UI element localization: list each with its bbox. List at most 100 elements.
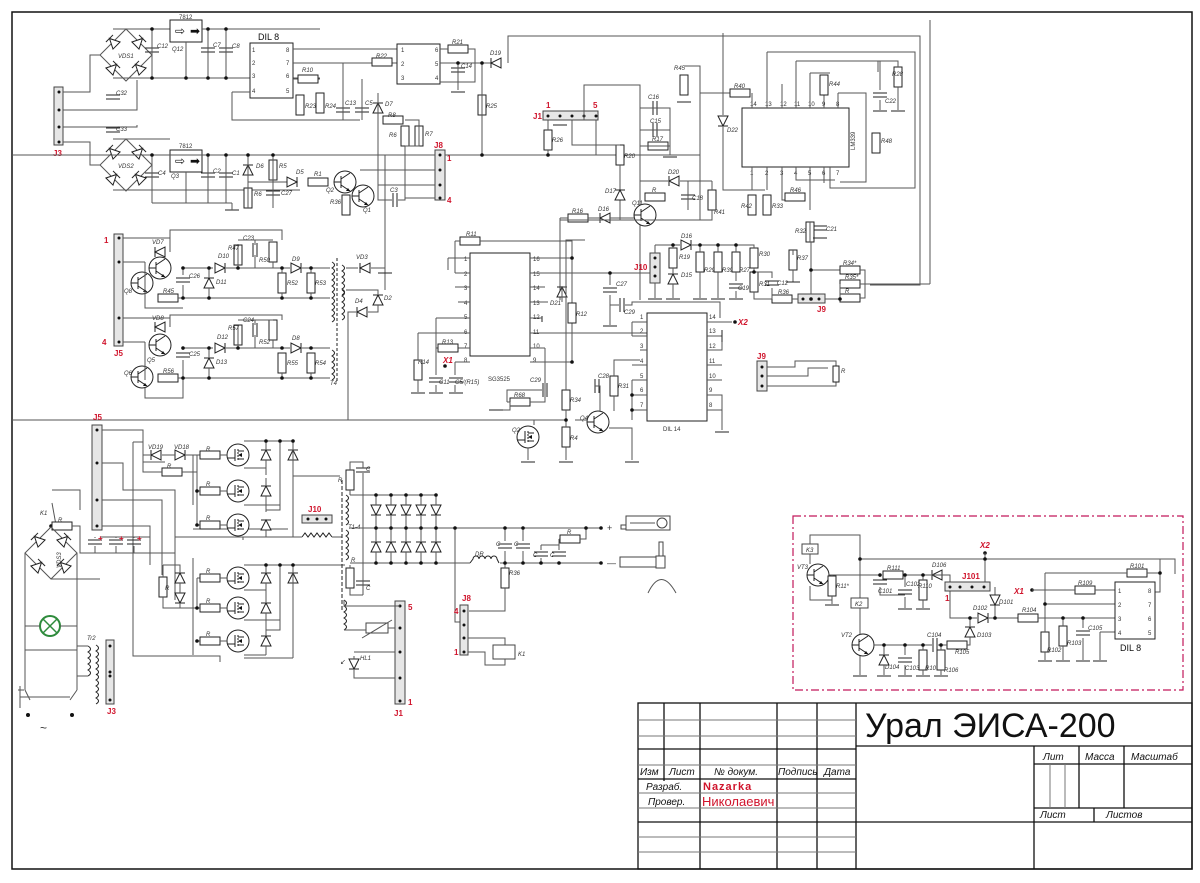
junction-dot xyxy=(546,153,550,157)
junction-dot xyxy=(453,526,457,530)
svg-text:4: 4 xyxy=(1118,631,1122,637)
junction-dot xyxy=(278,563,282,567)
connector-j1-top[interactable] xyxy=(542,110,599,121)
mosfet-bottom-2 xyxy=(226,596,250,620)
junction-dot xyxy=(521,526,525,530)
svg-text:D13: D13 xyxy=(216,360,228,366)
checker-name: Николаевич xyxy=(702,794,774,809)
junction-dot xyxy=(630,393,634,397)
svg-text:8: 8 xyxy=(286,48,290,54)
chip-lm339 xyxy=(741,107,850,168)
junction-dot xyxy=(291,439,295,443)
svg-text:16: 16 xyxy=(533,257,540,263)
svg-text:R109: R109 xyxy=(1078,581,1093,587)
svg-text:D17: D17 xyxy=(605,189,617,195)
label-vds1: VDS1 xyxy=(118,54,134,60)
svg-text:D2: D2 xyxy=(384,296,392,302)
svg-text:5: 5 xyxy=(640,374,644,380)
junction-dot xyxy=(419,526,423,530)
svg-text:R31: R31 xyxy=(759,282,770,288)
svg-text:C12: C12 xyxy=(777,281,789,287)
svg-text:9: 9 xyxy=(709,388,713,394)
svg-text:R105: R105 xyxy=(955,650,970,656)
svg-text:R21: R21 xyxy=(452,40,463,46)
svg-text:R36: R36 xyxy=(330,200,342,206)
svg-text:R50: R50 xyxy=(259,258,271,264)
connector-j8-bottom[interactable] xyxy=(459,604,469,656)
junction-dot xyxy=(1061,616,1065,620)
potentiometer[interactable] xyxy=(832,365,840,383)
svg-text:R: R xyxy=(845,289,850,295)
developer-name: Nazarka xyxy=(703,781,752,793)
connector-j3-top[interactable] xyxy=(53,86,64,146)
junction-dot xyxy=(389,561,393,565)
chip-dil8-sub xyxy=(1114,581,1156,640)
svg-text:C: C xyxy=(496,542,501,548)
svg-text:4: 4 xyxy=(102,338,107,347)
connector-j5-bottom[interactable] xyxy=(91,424,103,531)
svg-text:R41: R41 xyxy=(714,210,725,216)
svg-text:R107: R107 xyxy=(925,666,940,672)
junction-dot xyxy=(539,561,543,565)
connector-j8-top[interactable] xyxy=(434,149,446,201)
junction-dot xyxy=(878,573,882,577)
svg-text:C: C xyxy=(550,553,555,559)
svg-text:R19: R19 xyxy=(679,255,691,261)
svg-text:VD3: VD3 xyxy=(356,255,368,261)
junction-dot xyxy=(309,266,313,270)
header-signature: Подпись xyxy=(778,767,818,778)
svg-text:VD8: VD8 xyxy=(152,316,164,322)
junction-dot xyxy=(206,153,210,157)
svg-text:10: 10 xyxy=(533,344,540,350)
junction-dot xyxy=(224,153,228,157)
svg-text:C2: C2 xyxy=(213,169,221,175)
svg-text:D103: D103 xyxy=(977,633,992,639)
svg-text:1: 1 xyxy=(454,648,459,657)
svg-text:4: 4 xyxy=(640,359,644,365)
svg-text:1: 1 xyxy=(447,154,452,163)
svg-text:Q4: Q4 xyxy=(580,416,589,422)
svg-text:R6: R6 xyxy=(254,192,262,198)
sub-board: K3 VT3 R11* C101 R111 C102 R110 D106 J10… xyxy=(792,515,1184,691)
junction-dot xyxy=(206,27,210,31)
label-mass: Масса xyxy=(1085,752,1115,763)
junction-dot xyxy=(564,418,568,422)
svg-text:D16: D16 xyxy=(681,234,693,240)
svg-text:R102: R102 xyxy=(1047,648,1062,654)
connector-j101[interactable] xyxy=(944,581,991,592)
svg-text:R10: R10 xyxy=(302,68,314,74)
svg-text:R27: R27 xyxy=(739,268,751,274)
svg-text:R: R xyxy=(58,518,63,524)
svg-text:R20: R20 xyxy=(624,154,636,160)
svg-text:R: R xyxy=(841,369,846,375)
junction-dot xyxy=(278,439,282,443)
svg-text:12: 12 xyxy=(709,344,716,350)
junction-dot xyxy=(207,296,211,300)
svg-text:5: 5 xyxy=(593,101,598,110)
svg-text:C5: C5 xyxy=(365,101,373,107)
svg-text:1: 1 xyxy=(640,315,644,321)
bridge-vds3 xyxy=(25,527,77,579)
svg-text:D20: D20 xyxy=(668,170,680,176)
svg-text:SG3525: SG3525 xyxy=(488,377,511,383)
svg-text:C15: C15 xyxy=(650,119,662,125)
mosfet-top-2 xyxy=(226,479,250,503)
junction-dot xyxy=(698,243,702,247)
svg-text:J8: J8 xyxy=(434,141,443,150)
svg-text:D8: D8 xyxy=(292,336,300,342)
svg-text:D19: D19 xyxy=(490,51,502,57)
svg-text:J101: J101 xyxy=(962,572,980,581)
svg-text:Q3: Q3 xyxy=(171,174,180,180)
junction-dot xyxy=(374,561,378,565)
svg-text:4: 4 xyxy=(454,607,459,616)
svg-text:8: 8 xyxy=(1148,589,1152,595)
svg-text:R1: R1 xyxy=(314,172,322,178)
connector-j5-top[interactable] xyxy=(113,233,124,347)
svg-text:C33: C33 xyxy=(116,127,128,133)
svg-text:3: 3 xyxy=(640,344,644,350)
svg-text:R28: R28 xyxy=(892,72,904,78)
label-scale: Масштаб xyxy=(1131,751,1178,763)
svg-text:R: R xyxy=(206,482,211,488)
sheet-frame xyxy=(11,11,1193,870)
mosfet-top-3 xyxy=(226,513,250,537)
